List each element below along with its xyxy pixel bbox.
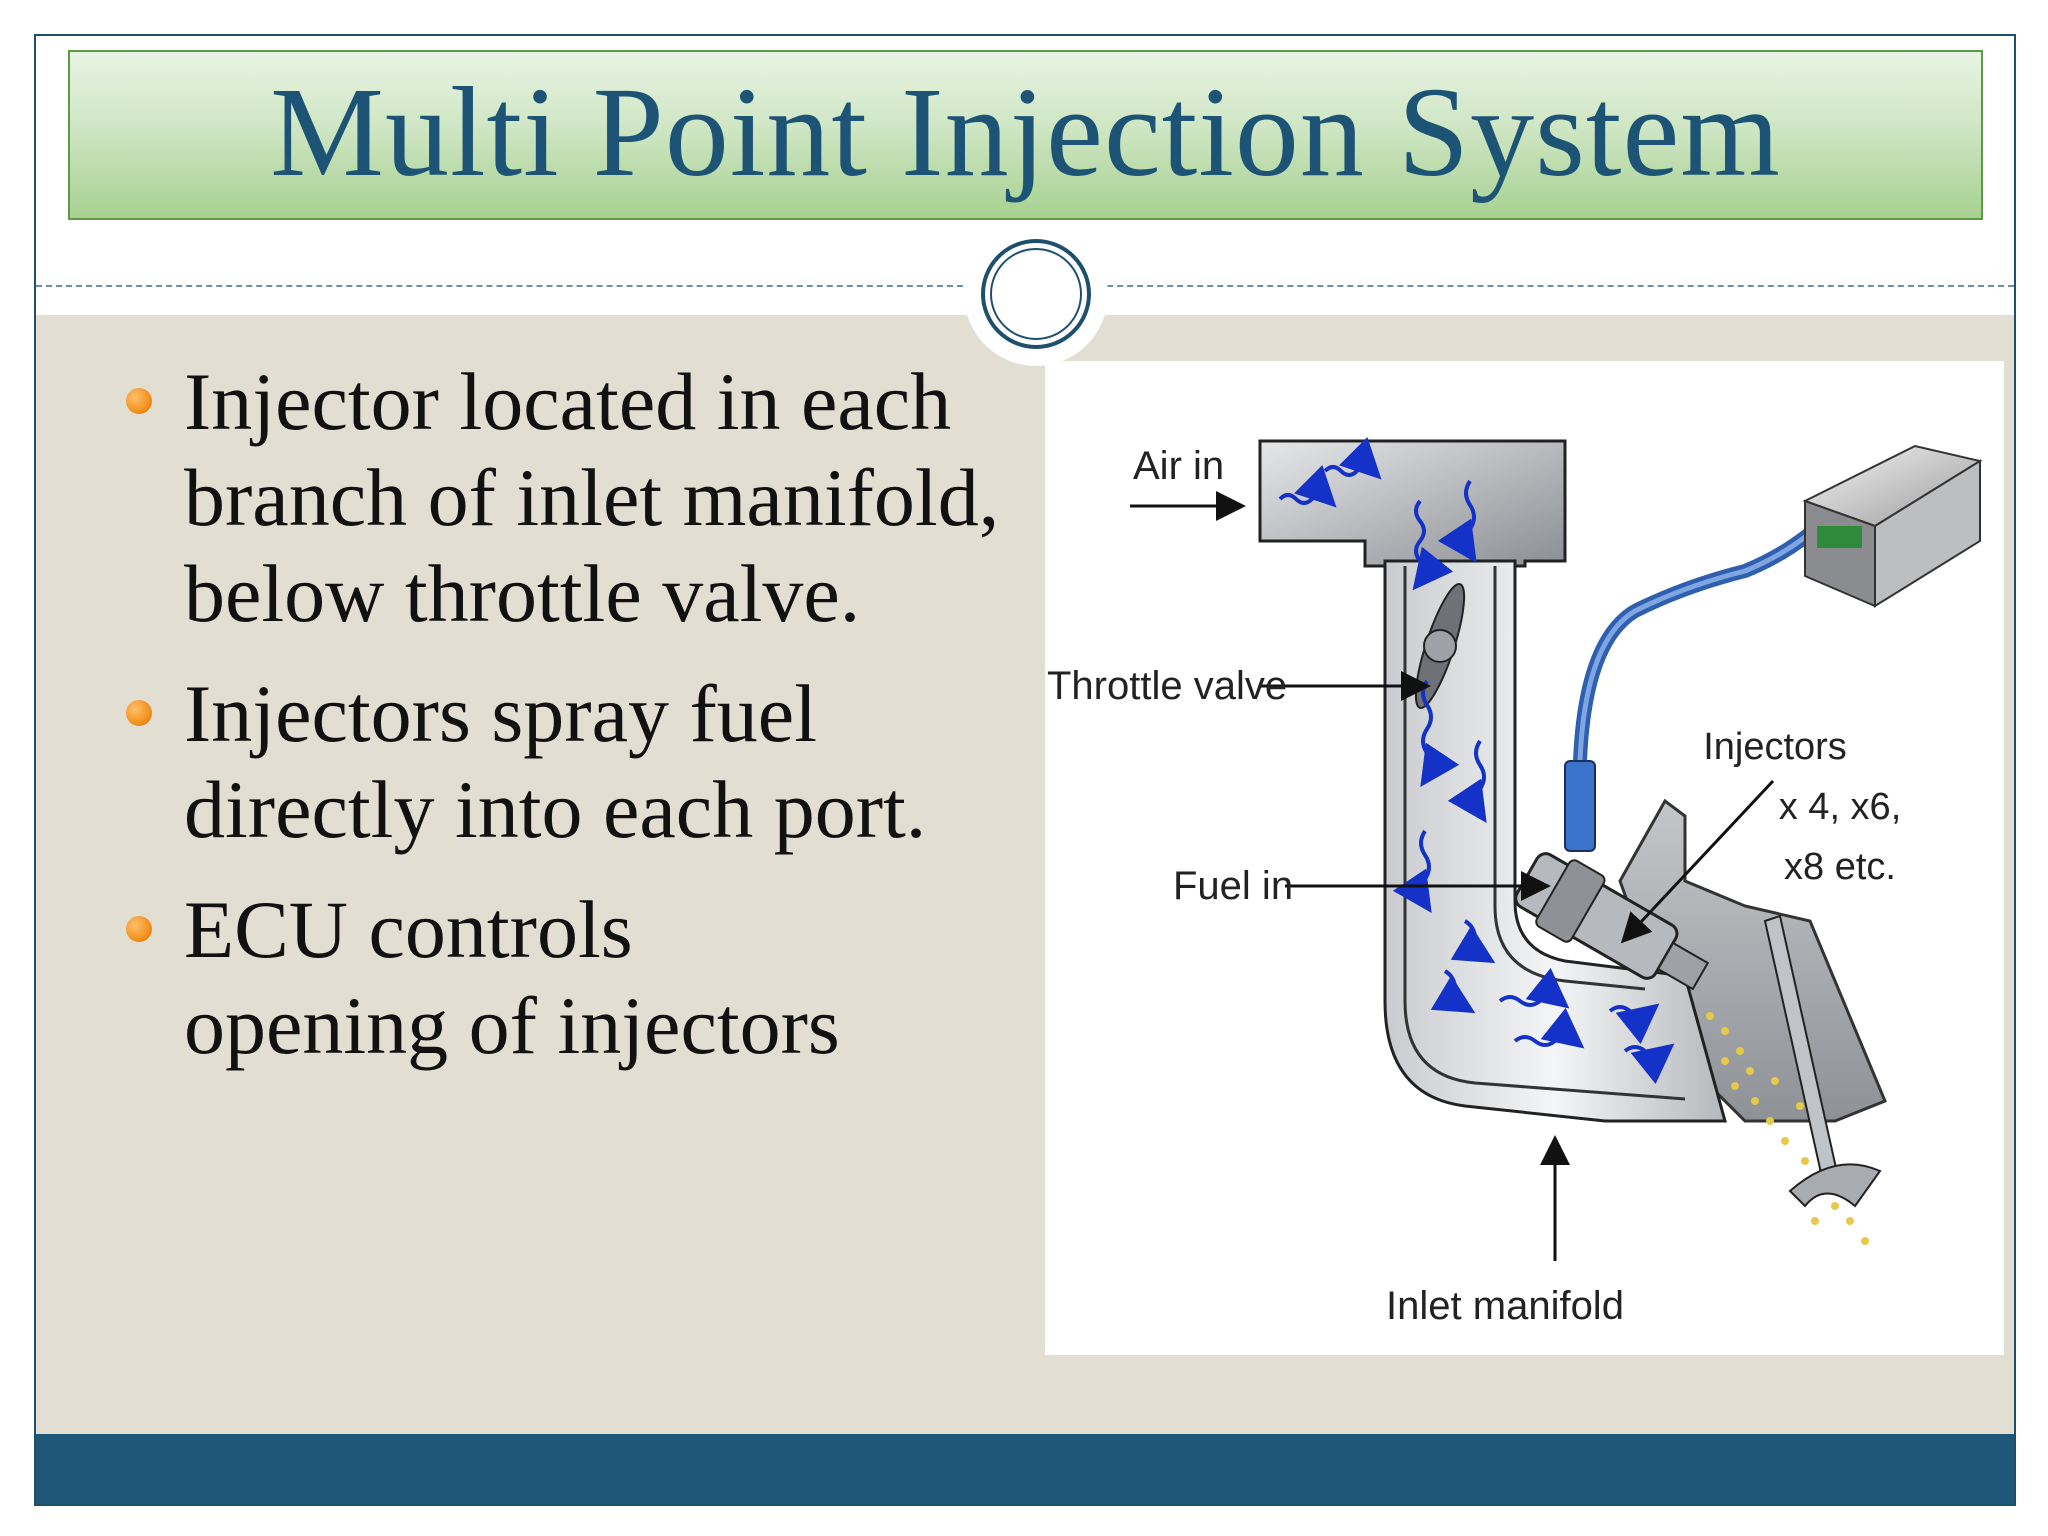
divider-circle-icon (981, 239, 1091, 349)
injector-connector (1564, 760, 1596, 852)
injectors-label: Injectors (1703, 726, 1847, 768)
throttle-valve-label: Throttle valve (1047, 664, 1287, 708)
bullet-dot-icon (126, 700, 152, 726)
bullet-text-line: opening of injectors (184, 980, 840, 1071)
fuel-line (1573, 504, 1842, 768)
bullet-list: Injector located in each branch of inlet… (96, 354, 1076, 1098)
bullet-text-line: Injectors spray fuel (184, 668, 817, 759)
title-banner: Multi Point Injection System (68, 50, 1983, 220)
bullet-text-line: ECU controls (184, 884, 633, 975)
manifold-inner-wall (1403, 566, 1686, 1101)
bullet-text-line: Injector located in each (184, 356, 952, 447)
bullet-item: ECU controls opening of injectors (96, 882, 1076, 1074)
bullet-text-line: branch of inlet manifold, (184, 452, 1000, 543)
injectors-count-label: x 4, x6, (1779, 786, 1902, 828)
injectors-callout-arrow (1620, 779, 1775, 944)
bullet-item: Injector located in each branch of inlet… (96, 354, 1076, 642)
bullet-text-line: directly into each port. (184, 764, 927, 855)
footer-bar (36, 1434, 2014, 1504)
bullet-dot-icon (126, 388, 152, 414)
bullet-item: Injectors spray fuel directly into each … (96, 666, 1076, 858)
slide-title: Multi Point Injection System (270, 61, 1781, 203)
inlet-manifold-label: Inlet manifold (1386, 1284, 1624, 1328)
injection-diagram: Air in Throttle valve Fuel in Injectors … (1045, 361, 2004, 1355)
injector-icon (1514, 852, 1710, 991)
intake-valve-icon (1763, 914, 1882, 1208)
bullet-dot-icon (126, 916, 152, 942)
ecu-icon (1802, 444, 1983, 608)
injectors-count-label-2: x8 etc. (1784, 846, 1896, 888)
fuel-line-highlight (1577, 508, 1838, 764)
fuel-in-label: Fuel in (1173, 864, 1293, 908)
injection-diagram-svg: Air in Throttle valve Fuel in Injectors … (1047, 437, 1983, 1328)
slide: Multi Point Injection System Injector lo… (34, 34, 2016, 1506)
air-in-label: Air in (1133, 444, 1224, 488)
bullet-text-line: below throttle valve. (184, 548, 861, 639)
